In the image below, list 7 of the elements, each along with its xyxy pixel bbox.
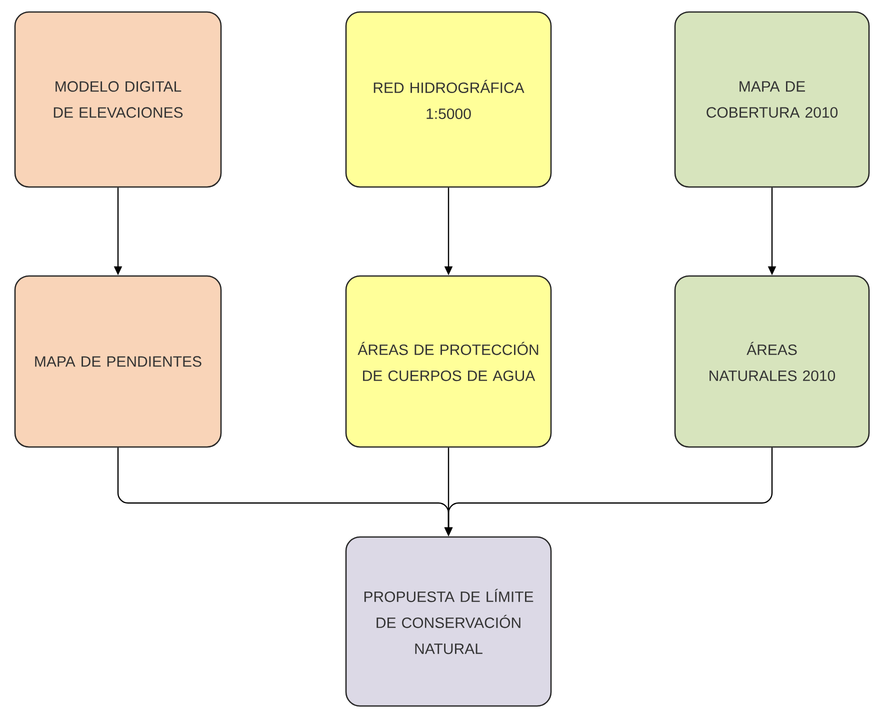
process-box: PROPUESTA DE LÍMITE DE CONSERVACIÓN NATURAL [345,536,552,707]
process-box: MAPA DE COBERTURA 2010 [674,11,870,188]
process-box: RED HIDROGRÁFICA 1:5000 [345,11,552,188]
process-box: MAPA DE PENDIENTES [14,275,222,448]
process-box: ÁREAS NATURALES 2010 [674,275,870,448]
process-box: MODELO DIGITAL DE ELEVACIONES [14,11,222,188]
process-box: ÁREAS DE PROTECCIÓN DE CUERPOS DE AGUA [345,275,552,448]
